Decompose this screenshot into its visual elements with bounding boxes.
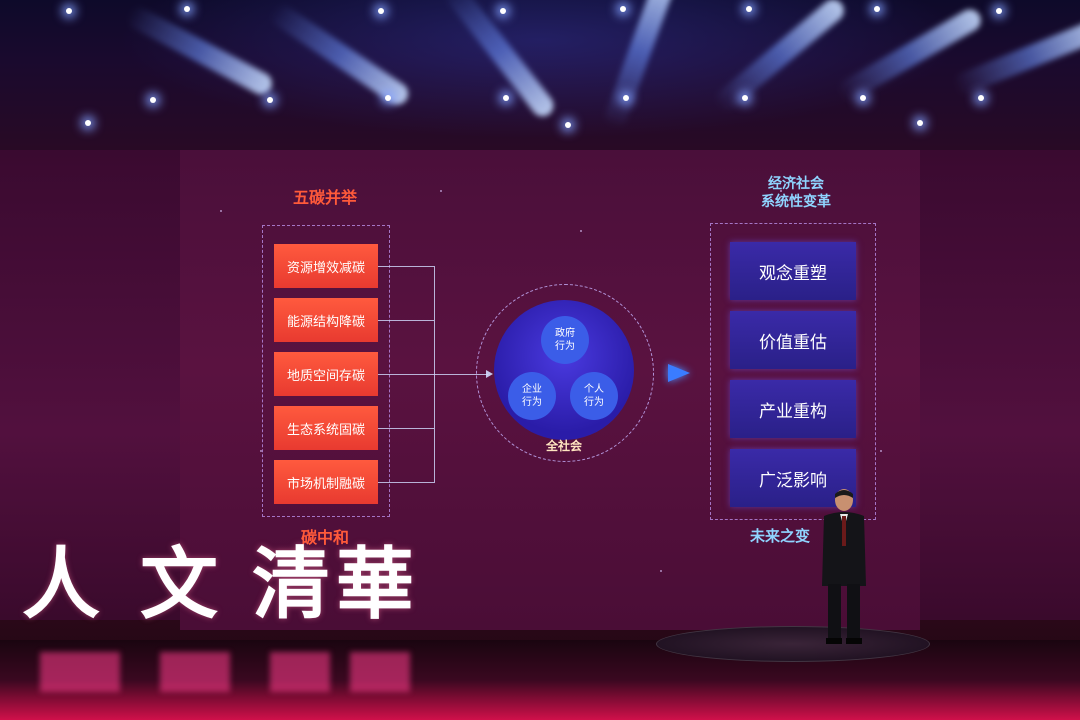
speaker-figure bbox=[822, 489, 866, 644]
left-item-4: 生态系统固碳 bbox=[274, 406, 378, 450]
government-label-2: 行为 bbox=[555, 341, 575, 352]
right-arrow-icon bbox=[668, 364, 690, 382]
right-title-line1: 经济社会 bbox=[768, 176, 824, 192]
right-column-footer: 未来之变 bbox=[750, 527, 811, 545]
individual-label-1: 个人 bbox=[584, 384, 604, 395]
right-item-3: 产业重构 bbox=[730, 380, 856, 438]
whole-society-label: 全社会 bbox=[545, 439, 582, 453]
left-item-3: 地质空间存碳 bbox=[274, 352, 378, 396]
right-title-line2: 系统性变革 bbox=[761, 194, 831, 210]
left-column-title: 五碳并举 bbox=[292, 188, 357, 207]
society-outer-ring bbox=[476, 284, 654, 462]
right-dashed-frame bbox=[710, 223, 876, 520]
left-item-2: 能源结构降碳 bbox=[274, 298, 378, 342]
banner-char-3: 清 bbox=[252, 539, 331, 630]
right-side-screen bbox=[920, 150, 1080, 620]
enterprise-behavior-circle: 企业 行为 bbox=[508, 372, 556, 420]
floor-reflection bbox=[40, 652, 120, 692]
left-item-5: 市场机制融碳 bbox=[274, 460, 378, 504]
individual-behavior-circle: 个人 行为 bbox=[570, 372, 618, 420]
speaker-stage-disc bbox=[656, 626, 930, 662]
enterprise-label-2: 行为 bbox=[522, 397, 542, 408]
banner-char-2: 文 bbox=[140, 539, 219, 630]
right-item-1: 观念重塑 bbox=[730, 242, 856, 300]
left-column-footer: 碳中和 bbox=[300, 528, 349, 547]
banner-char-1: 人 bbox=[22, 539, 101, 630]
government-behavior-circle: 政府 行为 bbox=[541, 316, 589, 364]
right-column-title: 经济社会 系统性变革 bbox=[736, 175, 856, 211]
banner-char-4: 華 bbox=[336, 539, 415, 630]
right-item-4: 广泛影响 bbox=[730, 449, 856, 507]
right-item-2: 价值重估 bbox=[730, 311, 856, 369]
government-label-1: 政府 bbox=[555, 328, 575, 339]
left-item-1: 资源增效减碳 bbox=[274, 244, 378, 288]
enterprise-label-1: 企业 bbox=[522, 384, 542, 395]
individual-label-2: 行为 bbox=[584, 397, 604, 408]
left-dashed-frame bbox=[262, 225, 390, 517]
left-side-screen bbox=[0, 150, 180, 620]
